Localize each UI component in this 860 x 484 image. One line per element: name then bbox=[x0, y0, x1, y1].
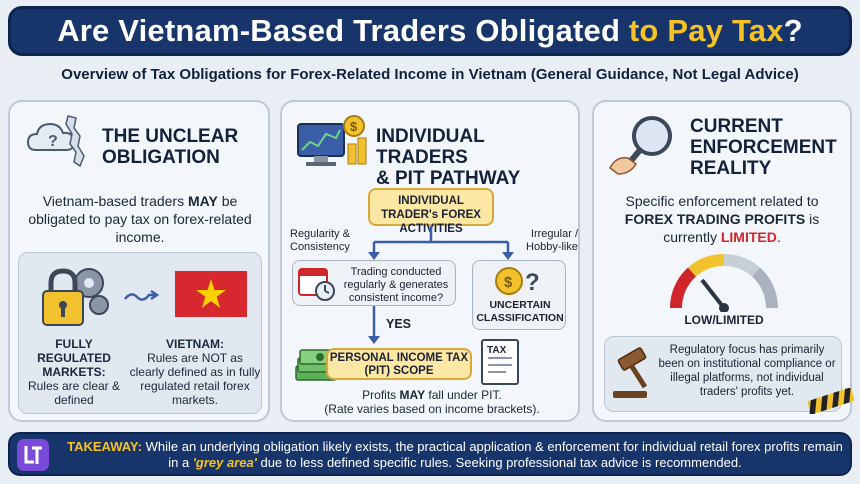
question-box: Trading conducted regularly & generates … bbox=[292, 260, 456, 306]
svg-text:$: $ bbox=[350, 119, 358, 134]
panel1-body-strong: MAY bbox=[187, 193, 218, 209]
question-text: Trading conducted regularly & generates … bbox=[343, 266, 449, 304]
panel3-body: Specific enforcement related to FOREX TR… bbox=[606, 192, 838, 246]
coin-question-icon: $ ? bbox=[495, 267, 540, 296]
panel2-title-line1: INDIVIDUAL TRADERS bbox=[376, 126, 485, 168]
brand-logo-icon bbox=[17, 439, 49, 471]
svg-text:$: $ bbox=[504, 274, 513, 291]
focus-box: Regulatory focus has primarily been on i… bbox=[604, 336, 842, 412]
yes-label: YES bbox=[386, 317, 412, 331]
panel3-body-strong: FOREX TRADING PROFITS bbox=[624, 211, 806, 227]
vietnam-rules: VIETNAM:Rules are NOT as clearly defined… bbox=[129, 337, 261, 407]
title-banner: Are Vietnam-Based Traders Obligated to P… bbox=[8, 6, 852, 56]
subtitle: Overview of Tax Obligations for Forex-Re… bbox=[61, 66, 799, 83]
panel1-body-post: be obligated to pay tax on forex-related… bbox=[28, 193, 252, 245]
gauge-label: LOW/LIMITED bbox=[684, 313, 764, 327]
pit-note-strong: MAY bbox=[399, 388, 426, 402]
panel1-body: Vietnam-based traders MAY be obligated t… bbox=[24, 192, 256, 246]
takeaway-em: 'grey area' bbox=[192, 455, 257, 470]
focus-text: Regulatory focus has primarily been on i… bbox=[658, 344, 836, 398]
regulated-markets: FULLY REGULATED MARKETS:Rules are clear … bbox=[25, 337, 123, 407]
regulated-markets-head: FULLY REGULATED MARKETS: bbox=[37, 337, 111, 379]
calendar-clock-icon bbox=[298, 268, 335, 301]
panel1-body-pre: Vietnam-based traders bbox=[42, 193, 188, 209]
branch-left-label: Regularity & Consistency bbox=[290, 228, 350, 253]
tax-form-icon bbox=[481, 339, 519, 385]
gauge-icon bbox=[669, 253, 779, 312]
pit-note: Profits MAY fall under PIT.(Rate varies … bbox=[288, 388, 576, 416]
title-end: ? bbox=[783, 13, 803, 48]
uncertain-box: $ ? UNCERTAIN CLASSIFICATION bbox=[472, 260, 566, 330]
panel3-body-end: . bbox=[776, 229, 781, 245]
title-highlight: to Pay Tax bbox=[628, 13, 784, 48]
panel3-body-mid: is currently bbox=[663, 211, 820, 245]
takeaway-text2: due to less defined specific rules. Seek… bbox=[256, 455, 742, 470]
panel-pit-pathway: $ INDIVIDUAL TRADERS& PIT PATHWAY INDIVI… bbox=[280, 100, 580, 422]
panel3-body-red: LIMITED bbox=[720, 229, 777, 245]
vietnam-rules-head: VIETNAM: bbox=[166, 337, 224, 351]
regulated-markets-text: Rules are clear & defined bbox=[27, 379, 121, 407]
panel3-title-line3: REALITY bbox=[690, 158, 772, 179]
svg-text:?: ? bbox=[525, 269, 540, 296]
padlock-gears-icon bbox=[42, 268, 109, 326]
magnifying-glass-icon bbox=[609, 116, 672, 175]
panel1-title-line2: OBLIGATION bbox=[102, 147, 220, 168]
panel2-title-line2: & PIT PATHWAY bbox=[376, 168, 521, 189]
gavel-icon bbox=[613, 347, 648, 398]
flow-arrows bbox=[368, 226, 514, 344]
vietnam-flag-icon bbox=[175, 271, 247, 317]
vietnam-map-question-icon: ? bbox=[26, 115, 85, 168]
arrow-wave-icon bbox=[124, 289, 159, 301]
takeaway-label: TAKEAWAY: bbox=[67, 439, 142, 454]
vietnam-rules-text: Rules are NOT as clearly defined as in f… bbox=[129, 351, 261, 407]
branch-right-label: Irregular / Hobby-like bbox=[526, 228, 578, 253]
title-main: Are Vietnam-Based Traders Obligated bbox=[57, 13, 629, 48]
caution-tape-icon bbox=[808, 388, 854, 414]
uncertain-label: UNCERTAIN CLASSIFICATION bbox=[476, 299, 564, 324]
svg-text:?: ? bbox=[48, 133, 58, 150]
panel3-title-line1: CURRENT bbox=[690, 116, 783, 137]
computer-trader-icon: $ bbox=[297, 115, 367, 166]
comparison-box: FULLY REGULATED MARKETS:Rules are clear … bbox=[18, 252, 262, 414]
panel3-title-line2: ENFORCEMENT bbox=[690, 137, 837, 158]
pit-note-line2: (Rate varies based on income brackets). bbox=[324, 402, 540, 416]
tax-form-label: TAX bbox=[487, 345, 507, 356]
takeaway-bar: TAKEAWAY: While an underlying obligation… bbox=[8, 432, 852, 476]
pit-scope-box: PERSONAL INCOME TAX (PIT) SCOPE bbox=[326, 348, 472, 380]
takeaway-text1: While an underlying obligation likely ex… bbox=[141, 439, 843, 470]
panel3-body-pre: Specific enforcement related to bbox=[625, 193, 819, 209]
takeaway-text: TAKEAWAY: While an underlying obligation… bbox=[62, 439, 848, 471]
pit-note-post: fall under PIT. bbox=[425, 388, 502, 402]
panel1-title-line1: THE UNCLEAR bbox=[102, 126, 239, 147]
trader-activities-box: INDIVIDUAL TRADER's FOREX ACTIVITIES bbox=[368, 188, 494, 235]
pit-note-pre: Profits bbox=[362, 388, 400, 402]
panel2-title: INDIVIDUAL TRADERS& PIT PATHWAY bbox=[376, 126, 578, 189]
page-title: Are Vietnam-Based Traders Obligated to P… bbox=[57, 13, 803, 49]
